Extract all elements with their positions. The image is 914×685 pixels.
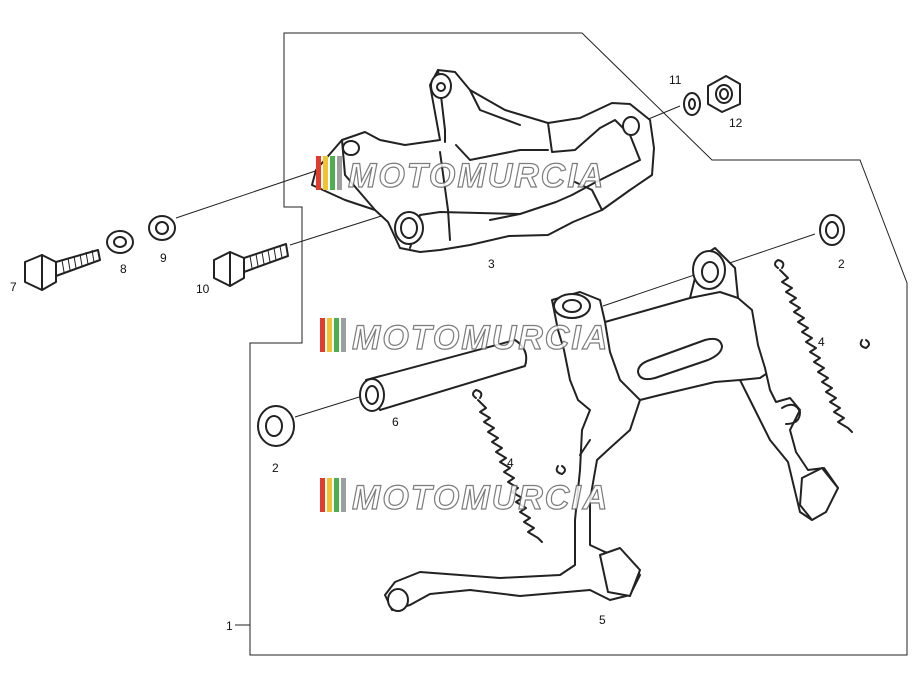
spring-upper xyxy=(774,259,870,433)
callout-6: 6 xyxy=(392,415,399,429)
washer-upper xyxy=(819,214,845,246)
pivot-tube xyxy=(359,339,528,412)
callout-8: 8 xyxy=(120,262,127,276)
callout-4-upper: 4 xyxy=(818,335,825,349)
callout-2-upper: 2 xyxy=(838,257,845,271)
engine-mount-bracket xyxy=(311,69,655,253)
nut-12 xyxy=(707,75,741,113)
svg-text:MOTOMURCIA: MOTOMURCIA xyxy=(348,157,605,195)
callout-3: 3 xyxy=(488,257,495,271)
callout-7: 7 xyxy=(10,280,17,294)
callout-2-lower: 2 xyxy=(272,461,279,475)
center-stand xyxy=(384,247,839,612)
assembly-outline xyxy=(249,32,908,656)
callout-1: 1 xyxy=(226,619,233,633)
washer-9 xyxy=(148,215,176,241)
callout-11: 11 xyxy=(669,73,682,87)
svg-text:MOTOMURCIA: MOTOMURCIA xyxy=(352,479,609,517)
watermark-middle: MOTOMURCIA xyxy=(320,318,609,358)
callout-labels: 1 2 2 3 4 4 5 6 7 8 9 10 11 12 xyxy=(10,73,845,633)
bolt-7 xyxy=(24,249,101,291)
washer-11 xyxy=(683,92,701,116)
callout-10: 10 xyxy=(196,282,210,296)
washer-lower xyxy=(257,405,295,447)
callout-4-lower: 4 xyxy=(507,456,514,470)
bolt-10 xyxy=(213,243,289,287)
svg-text:MOTOMURCIA: MOTOMURCIA xyxy=(352,319,609,357)
washer-8 xyxy=(106,230,134,254)
callout-12: 12 xyxy=(729,116,743,130)
callout-9: 9 xyxy=(160,251,167,265)
watermark-bottom: MOTOMURCIA xyxy=(320,478,609,518)
spring-lower xyxy=(472,389,566,543)
watermark-top: MOTOMURCIA xyxy=(316,156,605,196)
callout-5: 5 xyxy=(599,613,606,627)
